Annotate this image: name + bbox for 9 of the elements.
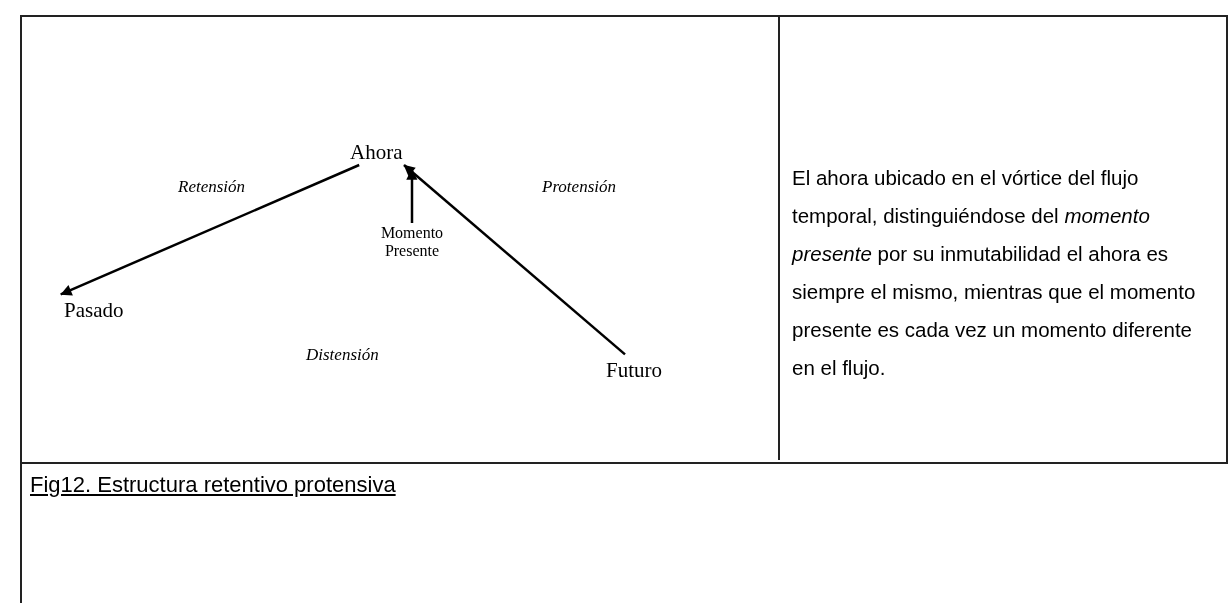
figure-caption: Fig12. Estructura retentivo protensiva [30,472,396,498]
node-label: Ahora [350,140,403,165]
arrow [60,163,360,296]
node-label: Pasado [64,298,124,323]
node-label: Futuro [606,358,662,383]
arrow [403,164,626,356]
description-paragraph: El ahora ubicado en el vórtice del flujo temporal, distinguiéndose del momento presente por su inmutabilidad el ahora es siempre el mismo, mientras que el momento presente es cada vez un momento diferente en el flujo. [792,165,1197,381]
node-label: Momento Presente [379,224,445,261]
diagram-note: Distensión [306,345,379,365]
